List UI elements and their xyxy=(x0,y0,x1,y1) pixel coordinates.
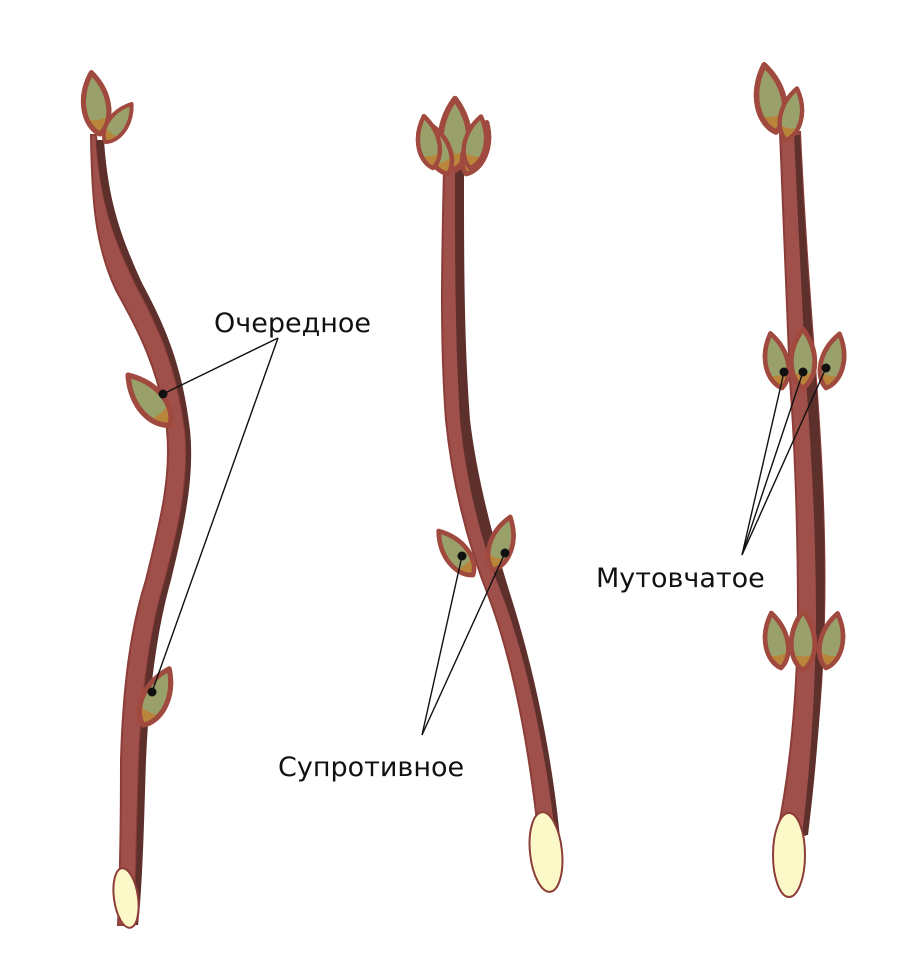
leader-line xyxy=(151,337,279,693)
leader-line xyxy=(741,367,827,556)
twig-whorled xyxy=(749,62,852,898)
bud-icon xyxy=(759,611,794,670)
twig-alternate-shadow xyxy=(96,140,192,925)
twig-alternate-stem xyxy=(89,134,188,926)
bud-marker xyxy=(158,389,168,399)
bud-marker xyxy=(147,687,157,697)
bud-marker xyxy=(457,551,467,561)
bud-marker xyxy=(500,548,510,558)
leader-line xyxy=(741,371,785,556)
bud-marker xyxy=(821,363,831,373)
leaders-alternate xyxy=(147,337,279,697)
label-alternate: Очередное xyxy=(214,308,371,339)
leaders-opposite xyxy=(421,548,510,736)
cut-end-whorled xyxy=(772,812,806,898)
twig-whorled-shadow xyxy=(794,135,825,835)
bud-marker xyxy=(798,367,808,377)
twig-opposite-shadow xyxy=(455,170,562,860)
bud-icon xyxy=(412,114,445,170)
leader-line xyxy=(741,371,804,556)
bud-marker xyxy=(779,367,789,377)
label-whorled: Мутовчатое xyxy=(596,563,765,594)
leaders-whorled xyxy=(741,363,831,556)
cut-end-opposite xyxy=(528,811,564,893)
leader-line xyxy=(162,337,279,395)
leader-line xyxy=(421,555,463,736)
label-opposite: Супротивное xyxy=(278,752,464,783)
twig-alternate xyxy=(78,71,192,929)
leader-line xyxy=(421,552,506,736)
cut-end-alternate xyxy=(112,867,140,929)
twig-opposite xyxy=(412,99,564,893)
